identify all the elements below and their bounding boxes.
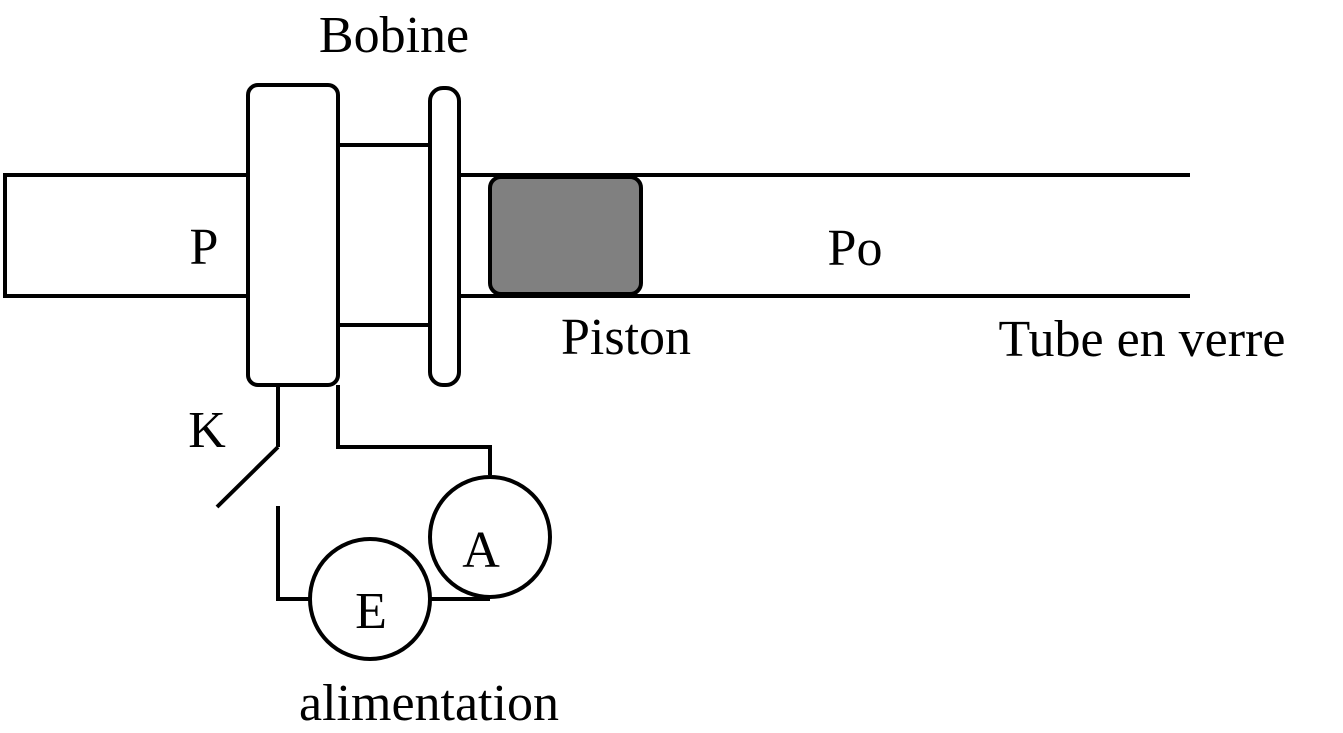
switch-k bbox=[215, 445, 280, 509]
left-tube-section bbox=[3, 173, 248, 298]
coil-winding bbox=[338, 143, 430, 327]
tube-label: Tube en verre bbox=[999, 311, 1286, 368]
left-pressure-label: P bbox=[190, 219, 219, 276]
power-supply-label: alimentation bbox=[299, 675, 559, 732]
ammeter-label: A bbox=[462, 522, 500, 579]
coil-label: Bobine bbox=[319, 7, 469, 64]
ammeter-circle bbox=[428, 475, 552, 599]
piston bbox=[488, 175, 643, 296]
right-pressure-label: Po bbox=[828, 220, 883, 277]
switch-label: K bbox=[188, 402, 226, 459]
source-label: E bbox=[355, 583, 387, 640]
wire-to-ammeter bbox=[336, 385, 492, 475]
wire-to-source bbox=[276, 506, 310, 601]
source-circle bbox=[308, 537, 432, 661]
piston-label: Piston bbox=[561, 309, 691, 366]
coil-flange bbox=[428, 86, 461, 387]
coil-bobbin bbox=[246, 83, 340, 387]
